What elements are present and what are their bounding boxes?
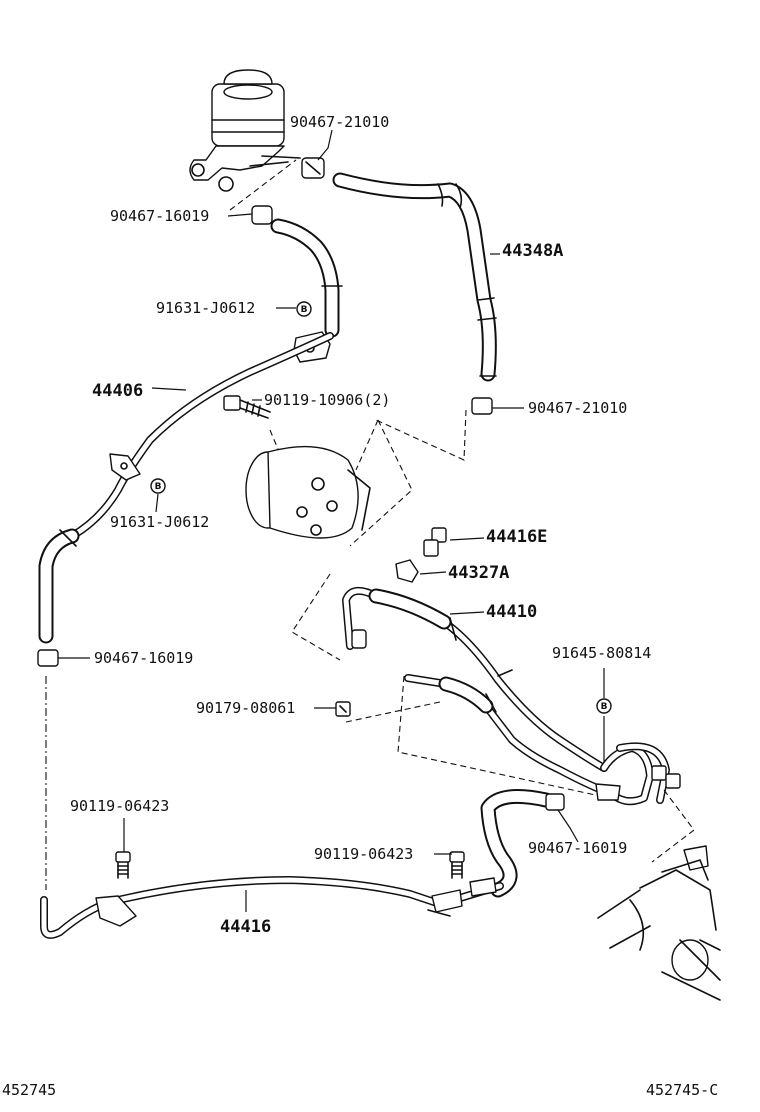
pressure-hose-44410 <box>342 586 608 772</box>
pipe-clip-middle <box>109 453 141 481</box>
leader-lines <box>58 129 605 912</box>
hose-clamp-tank <box>251 205 273 225</box>
pressure-pipe-44406 <box>68 332 334 540</box>
label-44410: 44410 <box>486 602 537 622</box>
power-steering-pump <box>245 429 371 539</box>
label-90119-10906: 90119-10906(2) <box>264 391 390 409</box>
svg-text:B: B <box>601 702 608 712</box>
badge-b-right: B <box>596 698 612 714</box>
gasket-44327a <box>395 559 419 583</box>
hose-clamp-upper <box>301 157 325 179</box>
reservoir-tank <box>189 69 301 192</box>
pipe-bracket-left <box>95 895 137 927</box>
label-44416e: 44416E <box>486 527 547 547</box>
return-tube-lower <box>404 674 616 798</box>
hose-clamp-return <box>471 397 493 415</box>
badge-b-upper: B <box>296 301 312 317</box>
label-44348a: 44348A <box>502 241 563 261</box>
label-44406: 44406 <box>92 381 143 401</box>
badge-b-middle: B <box>150 478 166 494</box>
gearbox-fittings <box>595 742 681 806</box>
svg-text:B: B <box>155 482 162 492</box>
label-90467-21010-upper: 90467-21010 <box>290 113 389 131</box>
label-44327a: 44327A <box>448 563 509 583</box>
pipe-end-fittings <box>427 877 497 917</box>
pump-bolt <box>223 395 271 419</box>
label-44416: 44416 <box>220 917 271 937</box>
label-91631-j0612-lower: 91631-J0612 <box>110 513 209 531</box>
nut-90179-08061 <box>335 701 351 717</box>
label-90119-06423-left: 90119-06423 <box>70 797 169 815</box>
supply-hose <box>270 218 343 338</box>
footer-code-right: 452745-C <box>646 1081 718 1099</box>
svg-text:B: B <box>301 305 308 315</box>
label-90119-06423-right: 90119-06423 <box>314 845 413 863</box>
label-90467-16019-right: 90467-16019 <box>528 839 627 857</box>
label-90467-21010-lower: 90467-21010 <box>528 399 627 417</box>
lower-hose-left <box>38 528 80 644</box>
bolt-right-90119-06423 <box>449 851 465 879</box>
steering-gear-housing <box>597 789 721 1001</box>
return-hose-44416-upper <box>480 788 554 898</box>
label-91631-j0612-upper: 91631-J0612 <box>156 299 255 317</box>
footer-code-left: 452745 <box>2 1081 56 1099</box>
label-90467-16019-left: 90467-16019 <box>94 649 193 667</box>
label-91645-80814: 91645-80814 <box>552 644 651 662</box>
return-hose-44348a <box>332 172 497 382</box>
label-90467-16019-upper: 90467-16019 <box>110 207 209 225</box>
label-90179-08061: 90179-08061 <box>196 699 295 717</box>
bolt-left-90119-06423 <box>115 851 131 879</box>
hose-clamp-right <box>545 793 565 811</box>
union-bolt-44416e <box>423 527 447 557</box>
hose-clamp-left <box>37 649 59 667</box>
pump-dashed-box <box>291 409 467 661</box>
nut-dashed-guides <box>345 675 601 797</box>
